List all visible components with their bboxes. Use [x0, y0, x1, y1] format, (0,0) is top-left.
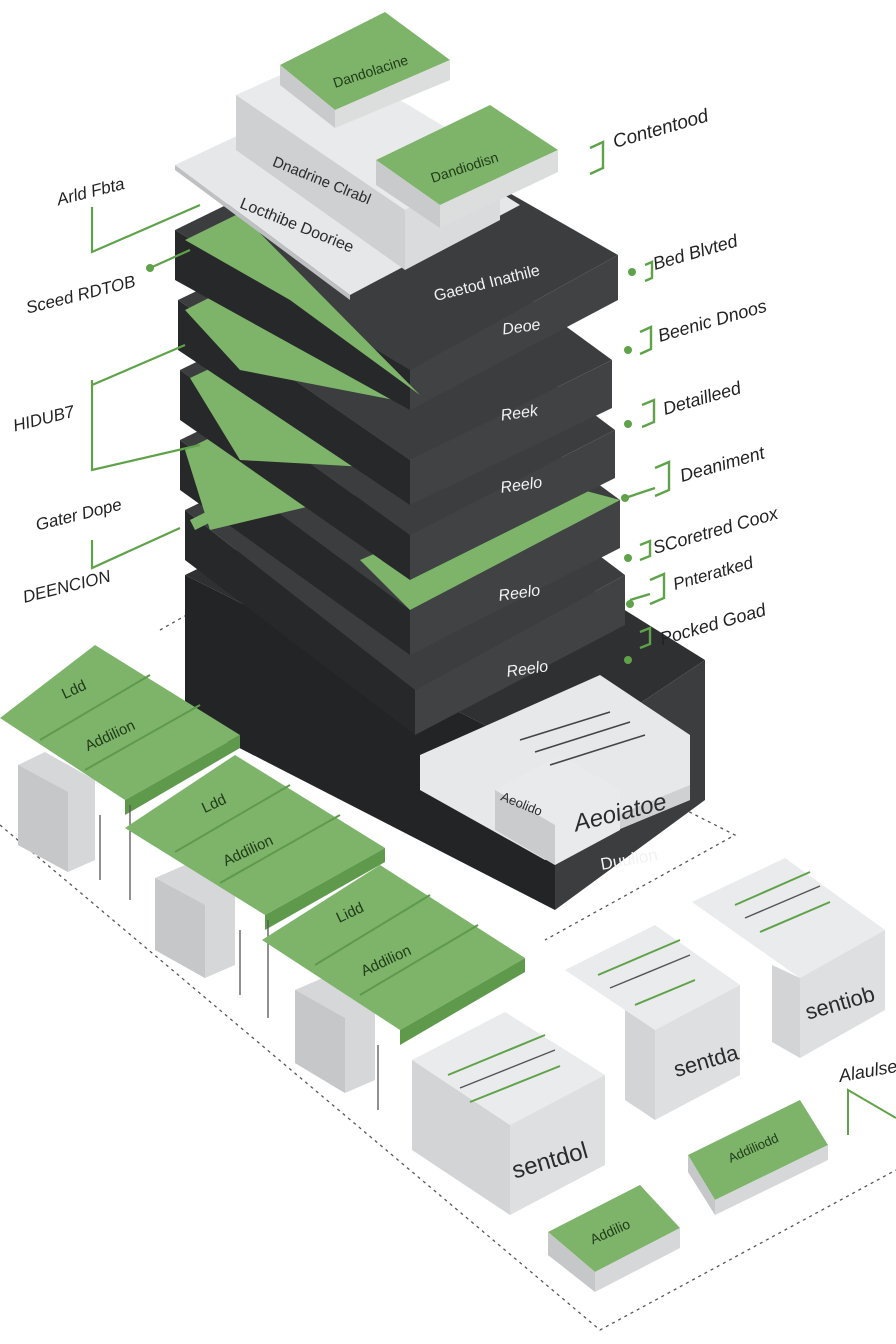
left-callout-dots — [146, 264, 154, 272]
left-label-5: DEENCION — [21, 566, 113, 606]
tier-label-2: Reek — [500, 402, 540, 424]
left-label-3: HIDUB7 — [11, 402, 77, 436]
right-label-3: Beenic Dnoos — [656, 296, 769, 346]
green-small-box-1 — [548, 1185, 680, 1292]
left-label-2: Sceed RDTOB — [24, 272, 137, 318]
left-label-1: Arld Fbta — [54, 174, 127, 209]
tier-label-3: Reelo — [499, 474, 543, 497]
box-2 — [565, 925, 740, 1120]
green-panel-group-1 — [0, 645, 240, 900]
dashed-footprint-lines — [0, 584, 896, 1331]
right-label-2: Bed Blvted — [651, 230, 741, 273]
far-right-callout — [847, 1088, 896, 1135]
green-panel-group-3 — [262, 865, 525, 1110]
right-label-5: Deaniment — [678, 442, 768, 485]
box-3 — [692, 858, 885, 1058]
tier-label-4: Reelo — [497, 582, 541, 605]
top-green-block-2 — [376, 105, 558, 228]
tower — [175, 12, 705, 910]
left-label-4: Gater Dope — [34, 495, 124, 535]
right-label-7: Pnteratked — [671, 553, 756, 594]
right-label-4: Detailleed — [661, 377, 744, 419]
base-detail-lines — [519, 711, 646, 766]
right-callout-dots — [621, 268, 636, 664]
tier-label-5: Reelo — [505, 658, 549, 681]
right-label-6: SCoretred Coox — [651, 503, 782, 558]
right-label-1: Contentood — [611, 105, 713, 153]
box-1 — [412, 1012, 605, 1215]
green-small-box-2 — [688, 1100, 828, 1215]
left-callout-lines — [90, 203, 201, 570]
right-label-8: Pocked Goad — [658, 599, 769, 649]
green-panel-group-2 — [125, 755, 385, 1018]
right-callout-brackets — [589, 140, 671, 650]
tier-label-1: Deoe — [501, 316, 541, 338]
top-green-block-1 — [280, 12, 450, 128]
far-right-label: Alaulse — [836, 1056, 896, 1086]
